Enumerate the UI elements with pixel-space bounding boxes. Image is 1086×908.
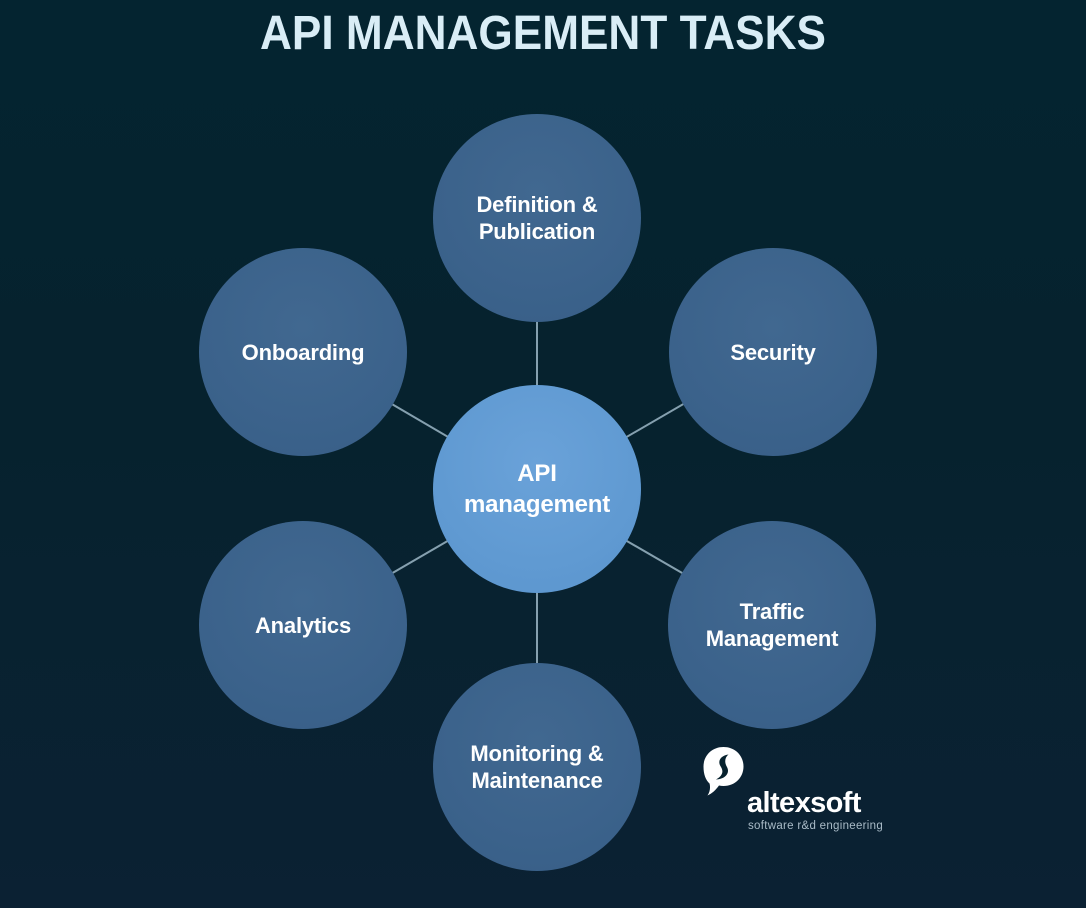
node-security: Security: [669, 248, 877, 456]
node-traffic-management: Traffic Management: [668, 521, 876, 729]
node-onboarding: Onboarding: [199, 248, 407, 456]
brand-logo-text: altexsoft: [747, 787, 861, 819]
center-node-label: API management: [463, 460, 611, 518]
node-label: Onboarding: [241, 339, 365, 365]
node-label: Traffic Management: [705, 599, 839, 651]
node-label: Security: [730, 339, 816, 365]
node-api-management: API management: [433, 385, 641, 593]
node-definition-publication: Definition & Publication: [433, 114, 641, 322]
node-label: Analytics: [254, 612, 352, 638]
node-monitoring-maintenance: Monitoring & Maintenance: [433, 663, 641, 871]
altexsoft-bubble-icon: [703, 747, 744, 796]
node-analytics: Analytics: [199, 521, 407, 729]
node-label: Monitoring & Maintenance: [470, 741, 604, 793]
node-label: Definition & Publication: [476, 192, 598, 244]
brand-block: altexsoft software r&d engineering: [702, 744, 884, 840]
page-title: API MANAGEMENT TASKS: [260, 7, 826, 60]
brand-tagline: software r&d engineering: [748, 820, 884, 832]
